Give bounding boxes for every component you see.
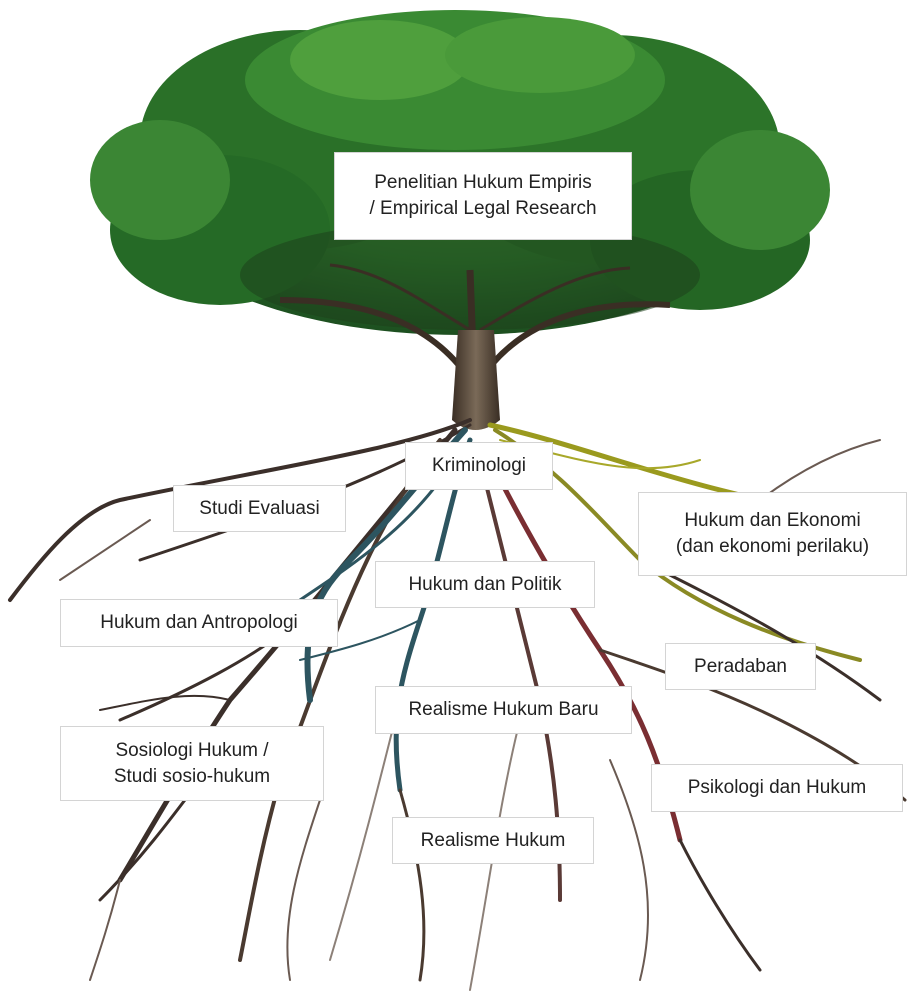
- label-hukum-dan-politik: Hukum dan Politik: [375, 561, 595, 608]
- label-realisme-hukum-baru: Realisme Hukum Baru: [375, 686, 632, 734]
- tree-trunk: [452, 330, 500, 430]
- label-hukum-dan-ekonomi-line2: (dan ekonomi perilaku): [676, 534, 869, 560]
- label-realisme-hukum-text: Realisme Hukum: [421, 828, 566, 854]
- canopy-label: Penelitian Hukum Empiris / Empirical Leg…: [334, 152, 632, 240]
- label-psikologi-dan-hukum-text: Psikologi dan Hukum: [688, 775, 866, 801]
- canopy-label-line1: Penelitian Hukum Empiris: [374, 170, 592, 196]
- label-psikologi-dan-hukum: Psikologi dan Hukum: [651, 764, 903, 812]
- label-hukum-dan-ekonomi-line1: Hukum dan Ekonomi: [684, 508, 860, 534]
- label-hukum-dan-antropologi: Hukum dan Antropologi: [60, 599, 338, 647]
- label-studi-evaluasi-text: Studi Evaluasi: [199, 496, 319, 522]
- label-studi-evaluasi: Studi Evaluasi: [173, 485, 346, 532]
- label-hukum-dan-politik-text: Hukum dan Politik: [408, 572, 561, 598]
- label-peradaban-text: Peradaban: [694, 654, 787, 680]
- label-kriminologi-text: Kriminologi: [432, 453, 526, 479]
- label-realisme-hukum: Realisme Hukum: [392, 817, 594, 864]
- label-realisme-hukum-baru-text: Realisme Hukum Baru: [408, 697, 598, 723]
- canopy-label-line2: / Empirical Legal Research: [369, 196, 596, 222]
- label-peradaban: Peradaban: [665, 643, 816, 690]
- label-sosiologi-hukum-line2: Studi sosio-hukum: [114, 764, 270, 790]
- label-hukum-dan-ekonomi: Hukum dan Ekonomi (dan ekonomi perilaku): [638, 492, 907, 576]
- label-hukum-dan-antropologi-text: Hukum dan Antropologi: [100, 610, 298, 636]
- label-sosiologi-hukum-line1: Sosiologi Hukum /: [115, 738, 268, 764]
- label-sosiologi-hukum: Sosiologi Hukum / Studi sosio-hukum: [60, 726, 324, 801]
- label-kriminologi: Kriminologi: [405, 442, 553, 490]
